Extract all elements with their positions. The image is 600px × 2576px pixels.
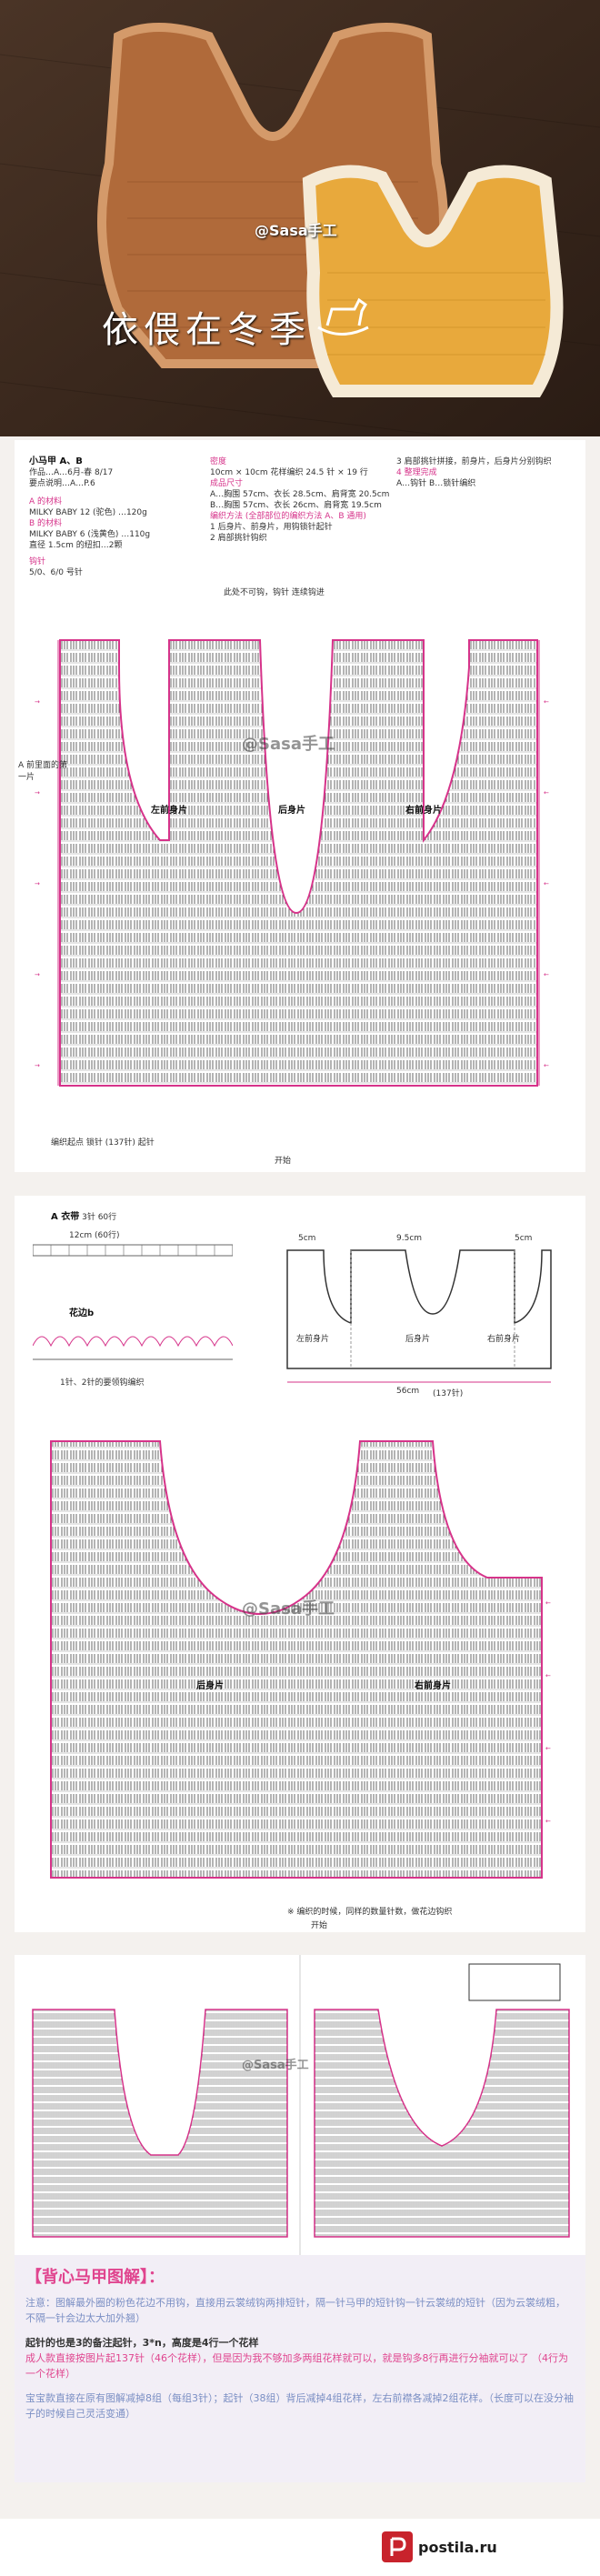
tie-title: A 衣带 <box>51 1212 80 1222</box>
method-4: 4 整理完成 <box>396 468 437 477</box>
tie-subtitle-2: 12cm (60行) <box>69 1231 120 1240</box>
notes-heading: 【背心马甲图解】： <box>25 2268 165 2287</box>
svg-text:←: ← <box>544 1062 549 1069</box>
cover-photo: 依偎在冬季 @Sasa手工 <box>0 0 600 436</box>
footer: postila.ru <box>0 2519 600 2576</box>
svg-text:→: → <box>35 880 40 887</box>
note-right: A…钩针 B…锁针编织 <box>396 479 476 488</box>
cover-title: 依偎在冬季 <box>102 309 311 351</box>
dim-4: 56cm <box>396 1387 420 1396</box>
method-2: 2 肩部挑针钩织 <box>210 534 267 543</box>
cover-watermark: @Sasa手工 <box>255 222 337 239</box>
label-left-front: 左前身片 <box>151 806 187 816</box>
hook: 5/0、6/0 号针 <box>29 568 83 577</box>
materials-b1: MILKY BABY 6 (浅黄色) …110g <box>29 530 151 539</box>
size-line-2: 要点说明…A…P.6 <box>29 479 95 488</box>
pattern-page-1: 小马甲 A、B 作品…A…6月-春 8/17 要点说明…A…P.6 A 的材料 … <box>15 440 585 1172</box>
crochet-chart-2: ← ← ← ← <box>50 1440 551 1879</box>
diagram-right: 右前身片 <box>487 1335 521 1344</box>
spread-thumbnails: @Sasa手工 <box>15 1955 585 2255</box>
svg-text:←: ← <box>544 789 549 797</box>
crochet-chart-1: → → → → → ← ← ← ← ← <box>35 639 549 1087</box>
page2-watermark: @Sasa手工 <box>242 1599 335 1619</box>
svg-text:→: → <box>35 1062 40 1069</box>
note-1: 注意：图解最外圈的粉色花边不用钩，直接用云裳绒钩两排短针，隔一针马甲的短针钩一针… <box>25 2297 565 2324</box>
top-note: 此处不可钩，钩针 连续钩进 <box>224 588 325 597</box>
diagram-left: 左前身片 <box>296 1335 330 1344</box>
svg-text:→: → <box>35 698 40 706</box>
rocking-horse-icon <box>317 297 369 336</box>
page1-watermark: @Sasa手工 <box>242 735 335 754</box>
gauge: 10cm × 10cm 花样编织 24.5 针 × 19 行 <box>210 468 368 477</box>
label-back-2: 后身片 <box>196 1681 224 1691</box>
label-right-front: 右前身片 <box>405 806 442 816</box>
page1-heading: 小马甲 A、B <box>29 456 83 466</box>
dim-2: 9.5cm <box>396 1234 423 1243</box>
materials-b-title: B 的材料 <box>29 519 63 528</box>
spread-thumbnail-charts <box>32 1955 570 2255</box>
diagram-back: 后身片 <box>405 1335 431 1344</box>
postila-logo-icon <box>382 2531 413 2562</box>
dim-5: (137针) <box>433 1389 464 1398</box>
label-back: 后身片 <box>278 806 305 816</box>
method-1: 1 后身片、前身片，用钩锁针起针 <box>210 523 333 532</box>
dim-3: 5cm <box>515 1234 533 1243</box>
footer-brand[interactable]: postila.ru <box>418 2539 497 2556</box>
note-3: 成人款直接按图片起137针（46个花样），但是因为我不够加多两组花样就可以，就是… <box>25 2352 568 2380</box>
gauge-title: 密度 <box>210 457 227 466</box>
materials-b2: 直径 1.5cm 的纽扣…2颗 <box>29 541 123 550</box>
edging-chart <box>33 1336 233 1360</box>
label-right-front-2: 右前身片 <box>415 1681 451 1691</box>
note-2: 起针的也是3的备注起针，3*n，高度是4行一个花样 <box>25 2337 259 2349</box>
method-3: 3 肩部挑针拼接，前身片，后身片分别钩织 <box>396 457 552 466</box>
svg-text:←: ← <box>544 880 549 887</box>
label-start: 开始 <box>275 1157 292 1166</box>
svg-text:→: → <box>35 789 40 797</box>
caption-bottom-2: ※ 编织的时候，同样的数量针数，做花边钩织 <box>287 1908 453 1917</box>
size-a: A…胸围 57cm、衣长 28.5cm、肩背宽 20.5cm <box>210 490 390 499</box>
svg-text:←: ← <box>544 971 549 978</box>
materials-a: MILKY BABY 12 (驼色) …120g <box>29 508 147 517</box>
svg-text:←: ← <box>544 698 549 706</box>
label-a-side: A 前里面的第一片 <box>18 761 68 782</box>
note-4: 宝宝款直接在原有图解减掉8组（每组3针）；起针（38组）背后减掉4组花样，左右前… <box>25 2392 574 2420</box>
pattern-label: 花边b <box>69 1308 95 1318</box>
size-b: B…胸围 57cm、衣长 26cm、肩背宽 19.5cm <box>210 501 382 510</box>
size-title: 成品尺寸 <box>210 479 244 488</box>
svg-text:→: → <box>35 971 40 978</box>
method-title: 编织方法 (全部部位的编织方法 A、B 通用) <box>210 512 366 521</box>
yellow-vest <box>302 165 564 397</box>
svg-text:←: ← <box>545 1672 551 1679</box>
svg-text:←: ← <box>545 1599 551 1607</box>
schematic-diagram <box>286 1249 552 1383</box>
pattern-page-2: A 衣带 3针 60行 12cm (60行) 花边b 1针、2针的要领钩编织 5… <box>15 1196 585 1932</box>
vest-photo-illustration <box>0 0 600 436</box>
hook-title: 钩针 <box>29 557 46 566</box>
label-start-2: 开始 <box>311 1921 328 1930</box>
svg-text:←: ← <box>545 1818 551 1825</box>
notes-panel: 【背心马甲图解】： 注意：图解最外圈的粉色花边不用钩，直接用云裳绒钩两排短针，隔… <box>15 2255 585 2482</box>
tie-subtitle: 3针 60行 <box>82 1213 117 1222</box>
caption-bottom: 编织起点 锁针 (137针) 起针 <box>51 1138 155 1148</box>
materials-a-title: A 的材料 <box>29 497 63 506</box>
size-line: 作品…A…6月-春 8/17 <box>29 468 114 477</box>
page3-watermark: @Sasa手工 <box>242 2059 309 2072</box>
svg-text:←: ← <box>545 1745 551 1752</box>
tie-strip <box>33 1244 233 1257</box>
dim-1: 5cm <box>298 1234 316 1243</box>
pattern-note: 1针、2针的要领钩编织 <box>60 1378 145 1388</box>
